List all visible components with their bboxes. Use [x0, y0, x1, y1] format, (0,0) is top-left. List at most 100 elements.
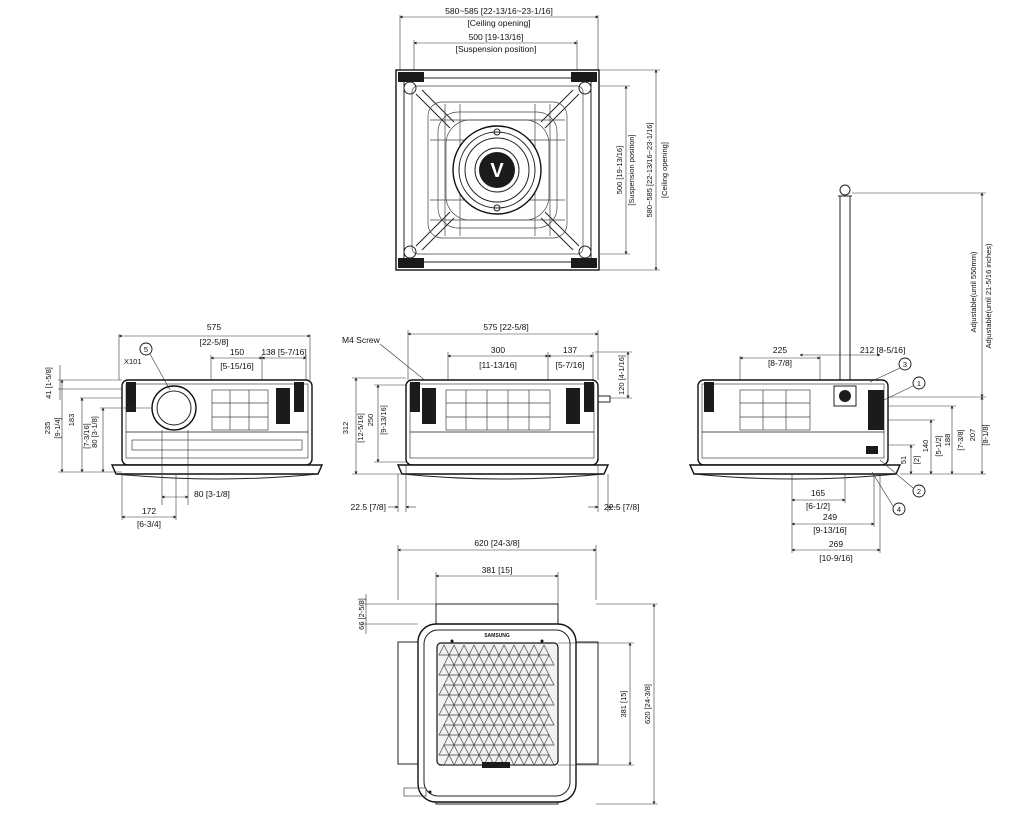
grille-cell	[468, 704, 480, 716]
unit-top-outline	[395, 69, 600, 271]
grille-cell	[493, 654, 505, 666]
center-d225-right: 22.5 [7/8]	[604, 502, 639, 512]
callout-5: 5	[144, 345, 148, 354]
right-d188-in: [7-3/8]	[956, 429, 965, 450]
top-view: 580~585 [22-13/16~23-1/16] [Ceiling open…	[395, 6, 669, 271]
grille-cell	[453, 654, 465, 666]
grille-cell	[508, 644, 520, 656]
grille-cell	[483, 654, 495, 666]
callout-2: 2	[917, 487, 921, 496]
grille-cell	[533, 734, 545, 746]
grille-cell	[523, 714, 535, 726]
grille-cell	[513, 714, 525, 726]
grille-cell	[438, 744, 450, 756]
grille-cell	[473, 654, 485, 666]
left-d235: 235	[43, 422, 52, 435]
grille-cell	[453, 734, 465, 746]
grille-cell	[458, 644, 470, 656]
grille-cell	[493, 734, 505, 746]
grille-cell	[543, 674, 555, 686]
grille-cell	[528, 664, 540, 676]
grille-cell	[528, 704, 540, 716]
grille-cell	[508, 664, 520, 676]
center-view: M4 Screw 575 [22-5/8] 300 [11-13/16] 137…	[341, 322, 639, 512]
grille-cell	[438, 684, 450, 696]
grille-cell	[538, 724, 550, 736]
center-d312-in: [12-5/16]	[356, 413, 365, 443]
grille-cell	[503, 734, 515, 746]
center-d250-in: [9-13/16]	[379, 405, 388, 435]
grille-cell	[538, 684, 550, 696]
grille-cell	[538, 664, 550, 676]
grille-cell	[453, 754, 465, 766]
grille-cell	[528, 744, 540, 756]
right-d249: 249	[823, 512, 837, 522]
left-d138: 138 [5-7/16]	[261, 347, 306, 357]
grille-cell	[518, 644, 530, 656]
left-d80v: 80 [3-1/8]	[90, 416, 99, 448]
grille-cell	[438, 644, 450, 656]
grille-cell	[513, 754, 525, 766]
grille-cell	[438, 704, 450, 716]
grille-cell	[518, 664, 530, 676]
center-d225-left: 22.5 [7/8]	[351, 502, 386, 512]
grille-cell	[523, 674, 535, 686]
grille-cell	[463, 694, 475, 706]
grille-cell	[508, 724, 520, 736]
grille-cell	[533, 674, 545, 686]
grille-cell	[463, 714, 475, 726]
right-d165: 165	[811, 488, 825, 498]
left-d41: 41 [1-5/8]	[44, 367, 53, 399]
m4-screw-label: M4 Screw	[342, 335, 381, 345]
grille-cell	[513, 654, 525, 666]
grille-cell	[543, 754, 555, 766]
left-width-575-in: [22-5/8]	[200, 337, 229, 347]
hole-diameter: Χ101	[124, 357, 142, 366]
grille-cell	[523, 734, 535, 746]
grille-cell	[453, 694, 465, 706]
grille-cell	[473, 734, 485, 746]
grille-cell	[513, 734, 525, 746]
grille-cell	[518, 684, 530, 696]
grille-cell	[533, 694, 545, 706]
adjustable-in: Adjustable(until 21-5/16 inches)	[984, 243, 993, 349]
bottom-d381: 381 [15]	[482, 565, 513, 575]
grille-cell	[503, 674, 515, 686]
center-d250: 250	[366, 414, 375, 427]
bottom-d620v: 620 [24-3/8]	[643, 684, 652, 724]
grille-cell	[478, 664, 490, 676]
center-width-575: 575 [22-5/8]	[483, 322, 528, 332]
grille-cell	[443, 674, 455, 686]
grille-cell	[478, 744, 490, 756]
grille-cell	[533, 714, 545, 726]
suspension-label: [Suspension position]	[456, 44, 537, 54]
grille-cell	[488, 684, 500, 696]
callout-1: 1	[917, 379, 921, 388]
right-d269-in: [10-9/16]	[819, 553, 853, 563]
brand-logo: SAMSUNG	[484, 633, 510, 639]
grille-cell	[458, 684, 470, 696]
grille-cell	[463, 734, 475, 746]
grille-cell	[518, 704, 530, 716]
drain-hole	[151, 385, 197, 431]
side-ceiling-dim: 580~585 [22-13/16~23-1/16]	[645, 122, 654, 217]
bottom-d66: 66 [2-5/8]	[357, 598, 366, 630]
right-d207: 207	[968, 429, 977, 442]
grille-cell	[483, 674, 495, 686]
grille-cell	[488, 724, 500, 736]
right-view: Adjustable(until 550mm) Adjustable(until…	[688, 184, 993, 563]
right-d51: 51	[899, 456, 908, 464]
grille-cell	[468, 724, 480, 736]
grille-cell	[448, 744, 460, 756]
right-d140: 140	[921, 440, 930, 453]
grille-cell	[533, 654, 545, 666]
side-suspension-label: [Suspension position]	[627, 134, 636, 205]
grille-cell	[518, 744, 530, 756]
center-d300-in: [11-13/16]	[479, 360, 517, 370]
grille-cell	[498, 684, 510, 696]
grille-cell	[523, 654, 535, 666]
grille-cell	[463, 674, 475, 686]
logo-letter: V	[490, 160, 504, 182]
grille-cell	[468, 664, 480, 676]
grille-cell	[488, 664, 500, 676]
